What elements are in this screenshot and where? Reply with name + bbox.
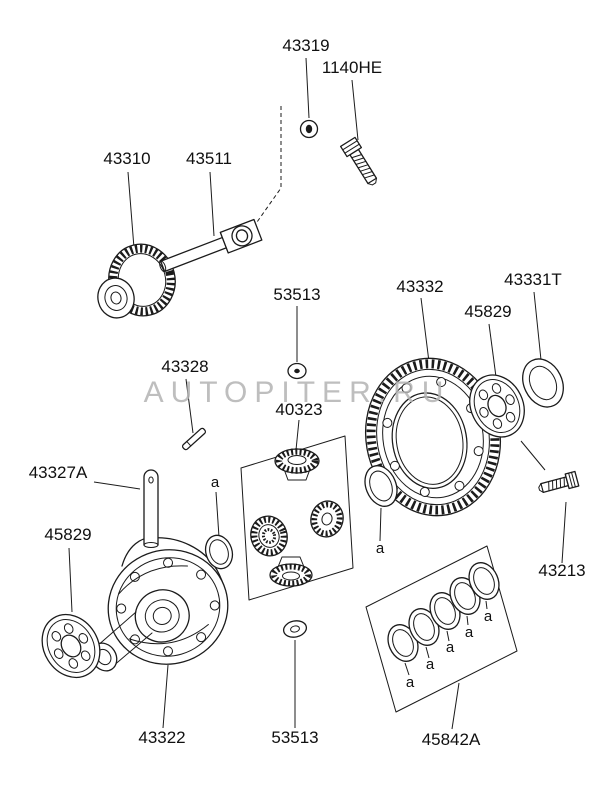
shim-ring-drawing (408, 608, 440, 646)
part-label-43319: 43319 (282, 36, 329, 55)
part-label-43328: 43328 (161, 357, 208, 376)
retainer-ring-43331t-drawing (522, 358, 564, 408)
marker-a: a (211, 474, 220, 491)
marker-a: a (465, 624, 474, 641)
washer-43319-drawing (299, 119, 319, 139)
part-label-43327a: 43327A (29, 463, 88, 482)
side-gear-left-drawing (250, 515, 288, 557)
part-label-53513-bottom: 53513 (271, 728, 318, 747)
shim-ring-drawing (468, 562, 500, 600)
part-label-43322: 43322 (138, 728, 185, 747)
washer-53513-top-drawing (287, 362, 307, 380)
part-label-1140he: 1140HE (322, 58, 382, 77)
leader-lines (68, 57, 567, 730)
bevel-gear-right-drawing (310, 500, 344, 538)
part-label-53513-top: 53513 (273, 285, 320, 304)
shaft-43511-drawing (159, 218, 263, 273)
spacer-ring-a-left-drawing (204, 534, 234, 570)
bolt-43213-drawing (538, 470, 580, 494)
part-label-45829-top: 45829 (464, 302, 511, 321)
part-label-45829-left: 45829 (44, 525, 91, 544)
bearing-45829-left-drawing (41, 613, 101, 679)
shim-kit-box-45842a (365, 545, 518, 713)
bolt-1140he-drawing (339, 136, 378, 186)
case-flange-drawing (107, 549, 229, 665)
part-label-40323: 40323 (275, 400, 322, 419)
bearing-45829-right-drawing (469, 374, 525, 438)
part-label-43213: 43213 (538, 561, 585, 580)
marker-a: a (376, 540, 385, 557)
marker-a: a (406, 674, 415, 691)
part-label-43511: 43511 (186, 149, 232, 168)
pin-43328-drawing (181, 427, 207, 451)
pinion-gear-43310-drawing (97, 243, 176, 319)
part-label-43331t: 43331T (504, 270, 562, 289)
part-label-43310: 43310 (103, 149, 150, 168)
marker-a: a (426, 656, 435, 673)
bevel-gear-top-drawing (274, 448, 320, 481)
pinion-shaft-43327a-drawing (143, 469, 159, 548)
seal-ring-a-right-drawing (364, 465, 398, 507)
marker-a: a (446, 639, 455, 656)
washer-53513-bottom-drawing (282, 620, 308, 638)
watermark: AUTOPITER.RU (144, 376, 451, 409)
spider-gear-kit-box-40323 (240, 435, 354, 601)
bevel-gear-bottom-drawing (269, 556, 313, 587)
marker-a: a (484, 608, 493, 625)
part-label-45842a: 45842A (422, 730, 481, 749)
part-label-43332: 43332 (396, 277, 443, 296)
